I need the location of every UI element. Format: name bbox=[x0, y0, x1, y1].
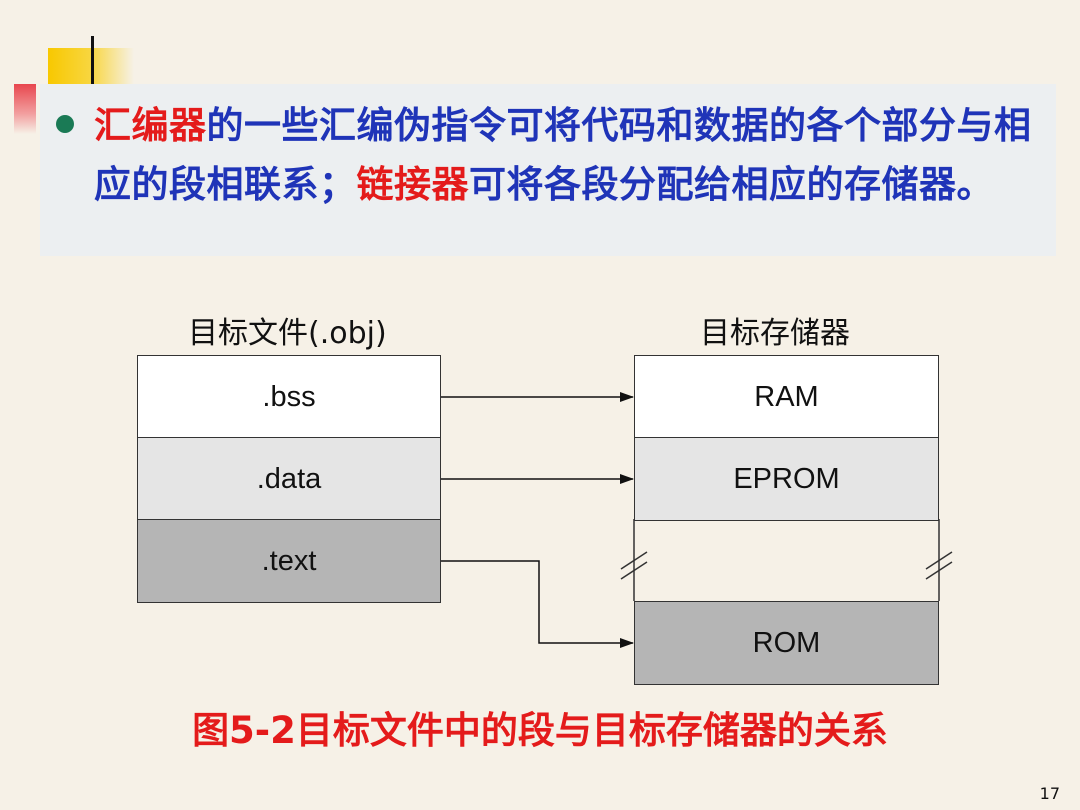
bullet-paragraph: 汇编器的一些汇编伪指令可将代码和数据的各个部分与相应的段相联系；链接器可将各段分… bbox=[94, 96, 1034, 214]
memory-eprom: EPROM bbox=[634, 437, 939, 521]
decor-vertical-line bbox=[91, 36, 94, 84]
bullet-text-box bbox=[40, 84, 1056, 256]
object-file-title: 目标文件(.obj) bbox=[188, 316, 387, 351]
bullet-text-part: 的一些汇编伪指令可将代码和数据的各个部分与相应的段相联系； bbox=[94, 104, 1032, 206]
linker-term: 链接器 bbox=[356, 163, 469, 206]
arrow-text-to-rom bbox=[441, 560, 634, 648]
break-mark-right bbox=[925, 561, 953, 580]
section-data: .data bbox=[137, 437, 441, 521]
assembler-term: 汇编器 bbox=[94, 104, 207, 147]
decor-pink-block bbox=[14, 84, 36, 134]
figure-caption: 图5-2目标文件中的段与目标存储器的关系 bbox=[192, 709, 888, 752]
target-memory-title: 目标存储器 bbox=[700, 316, 850, 351]
page-number: 17 bbox=[1039, 784, 1060, 803]
memory-ram: RAM bbox=[634, 355, 939, 439]
section-text: .text bbox=[137, 519, 441, 603]
memory-rom: ROM bbox=[634, 601, 939, 685]
bullet-text-part: 可将各段分配给相应的存储器。 bbox=[469, 163, 994, 206]
section-bss: .bss bbox=[137, 355, 441, 439]
break-mark-left bbox=[620, 551, 648, 570]
break-mark-left bbox=[620, 561, 648, 580]
bullet-dot-icon bbox=[56, 115, 74, 133]
break-mark-right bbox=[925, 551, 953, 570]
